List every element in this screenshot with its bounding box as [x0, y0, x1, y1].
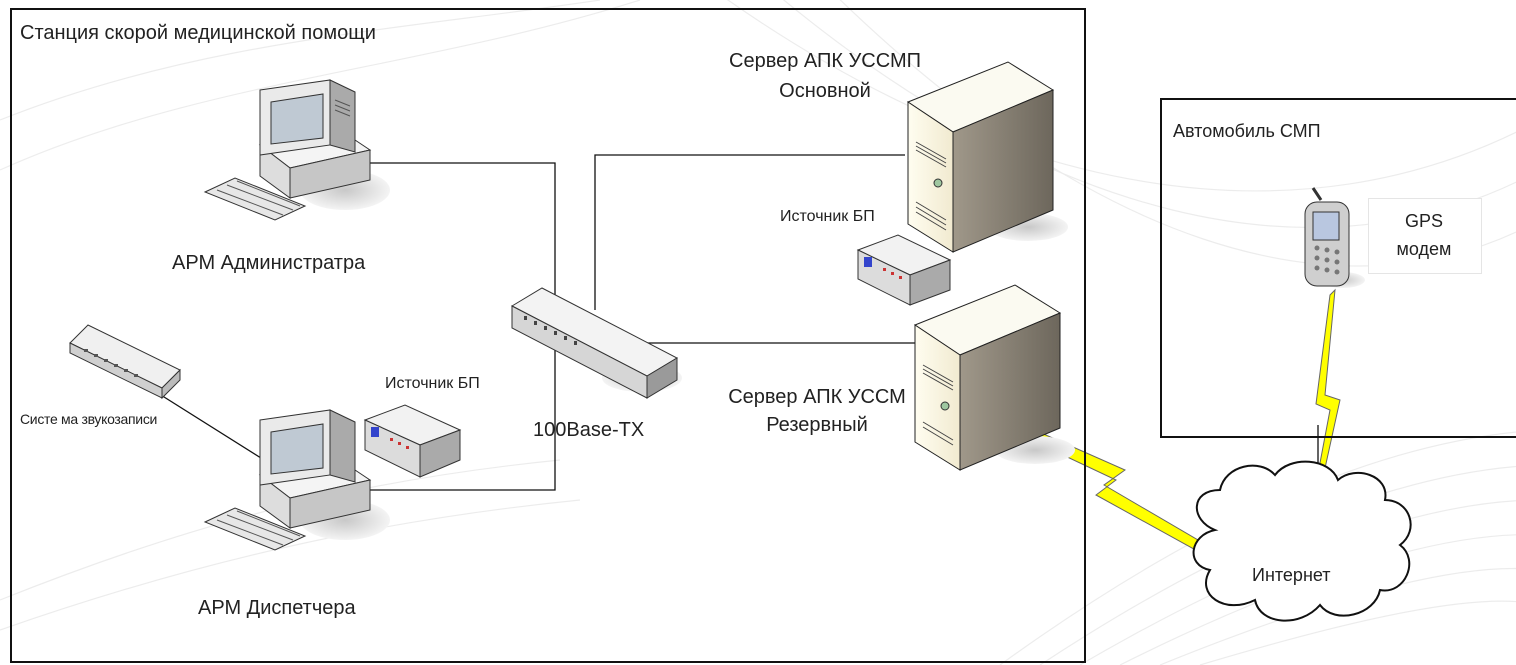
main-server-label: Сервер АПК УССМП Основной [700, 46, 950, 106]
sound-system-icon [69, 324, 181, 400]
vehicle-boundary [1160, 98, 1516, 438]
backup-server-label: Сервер АПК УССМ Резервный [702, 383, 932, 439]
gps-modem-label: GPS модем [1368, 207, 1480, 263]
main-server-label-line2: Основной [779, 80, 871, 102]
switch-icon [510, 287, 682, 399]
main-server-label-line1: Сервер АПК УССМП [729, 50, 921, 72]
gps-modem-label-line2: модем [1396, 239, 1452, 259]
dispatcher-pc-label: АРМ Диспетчера [198, 597, 356, 619]
station-title: Станция скорой медицинской помощи [20, 22, 376, 44]
backup-server-icon [913, 284, 1075, 471]
gps-phone-icon [1304, 187, 1365, 288]
backup-server-label-line1: Сервер АПК УССМ [728, 386, 906, 408]
station-boundary [10, 8, 1086, 663]
switch-label: 100Base-TX [533, 419, 645, 441]
sound-system-label: Систе ма звукозаписи [20, 411, 158, 427]
internet-label: Интернет [1252, 565, 1331, 585]
dispatcher-pc-icon [203, 409, 390, 551]
internet-cloud-icon [1192, 460, 1412, 622]
vehicle-title: Автомобиль СМП [1173, 121, 1321, 141]
ups-right-icon [856, 234, 952, 306]
gps-modem-box [1368, 198, 1482, 274]
main-server-icon [906, 61, 1068, 253]
gps-modem-label-line1: GPS [1404, 211, 1443, 231]
backup-server-label-line2: Резервный [766, 414, 868, 436]
ups-left-label: Источник БП [385, 375, 480, 392]
admin-pc-icon [203, 79, 390, 221]
ups-right-label: Источник БП [780, 208, 875, 225]
admin-pc-label: АРМ Администратра [172, 252, 366, 274]
ups-left-icon [363, 404, 462, 478]
